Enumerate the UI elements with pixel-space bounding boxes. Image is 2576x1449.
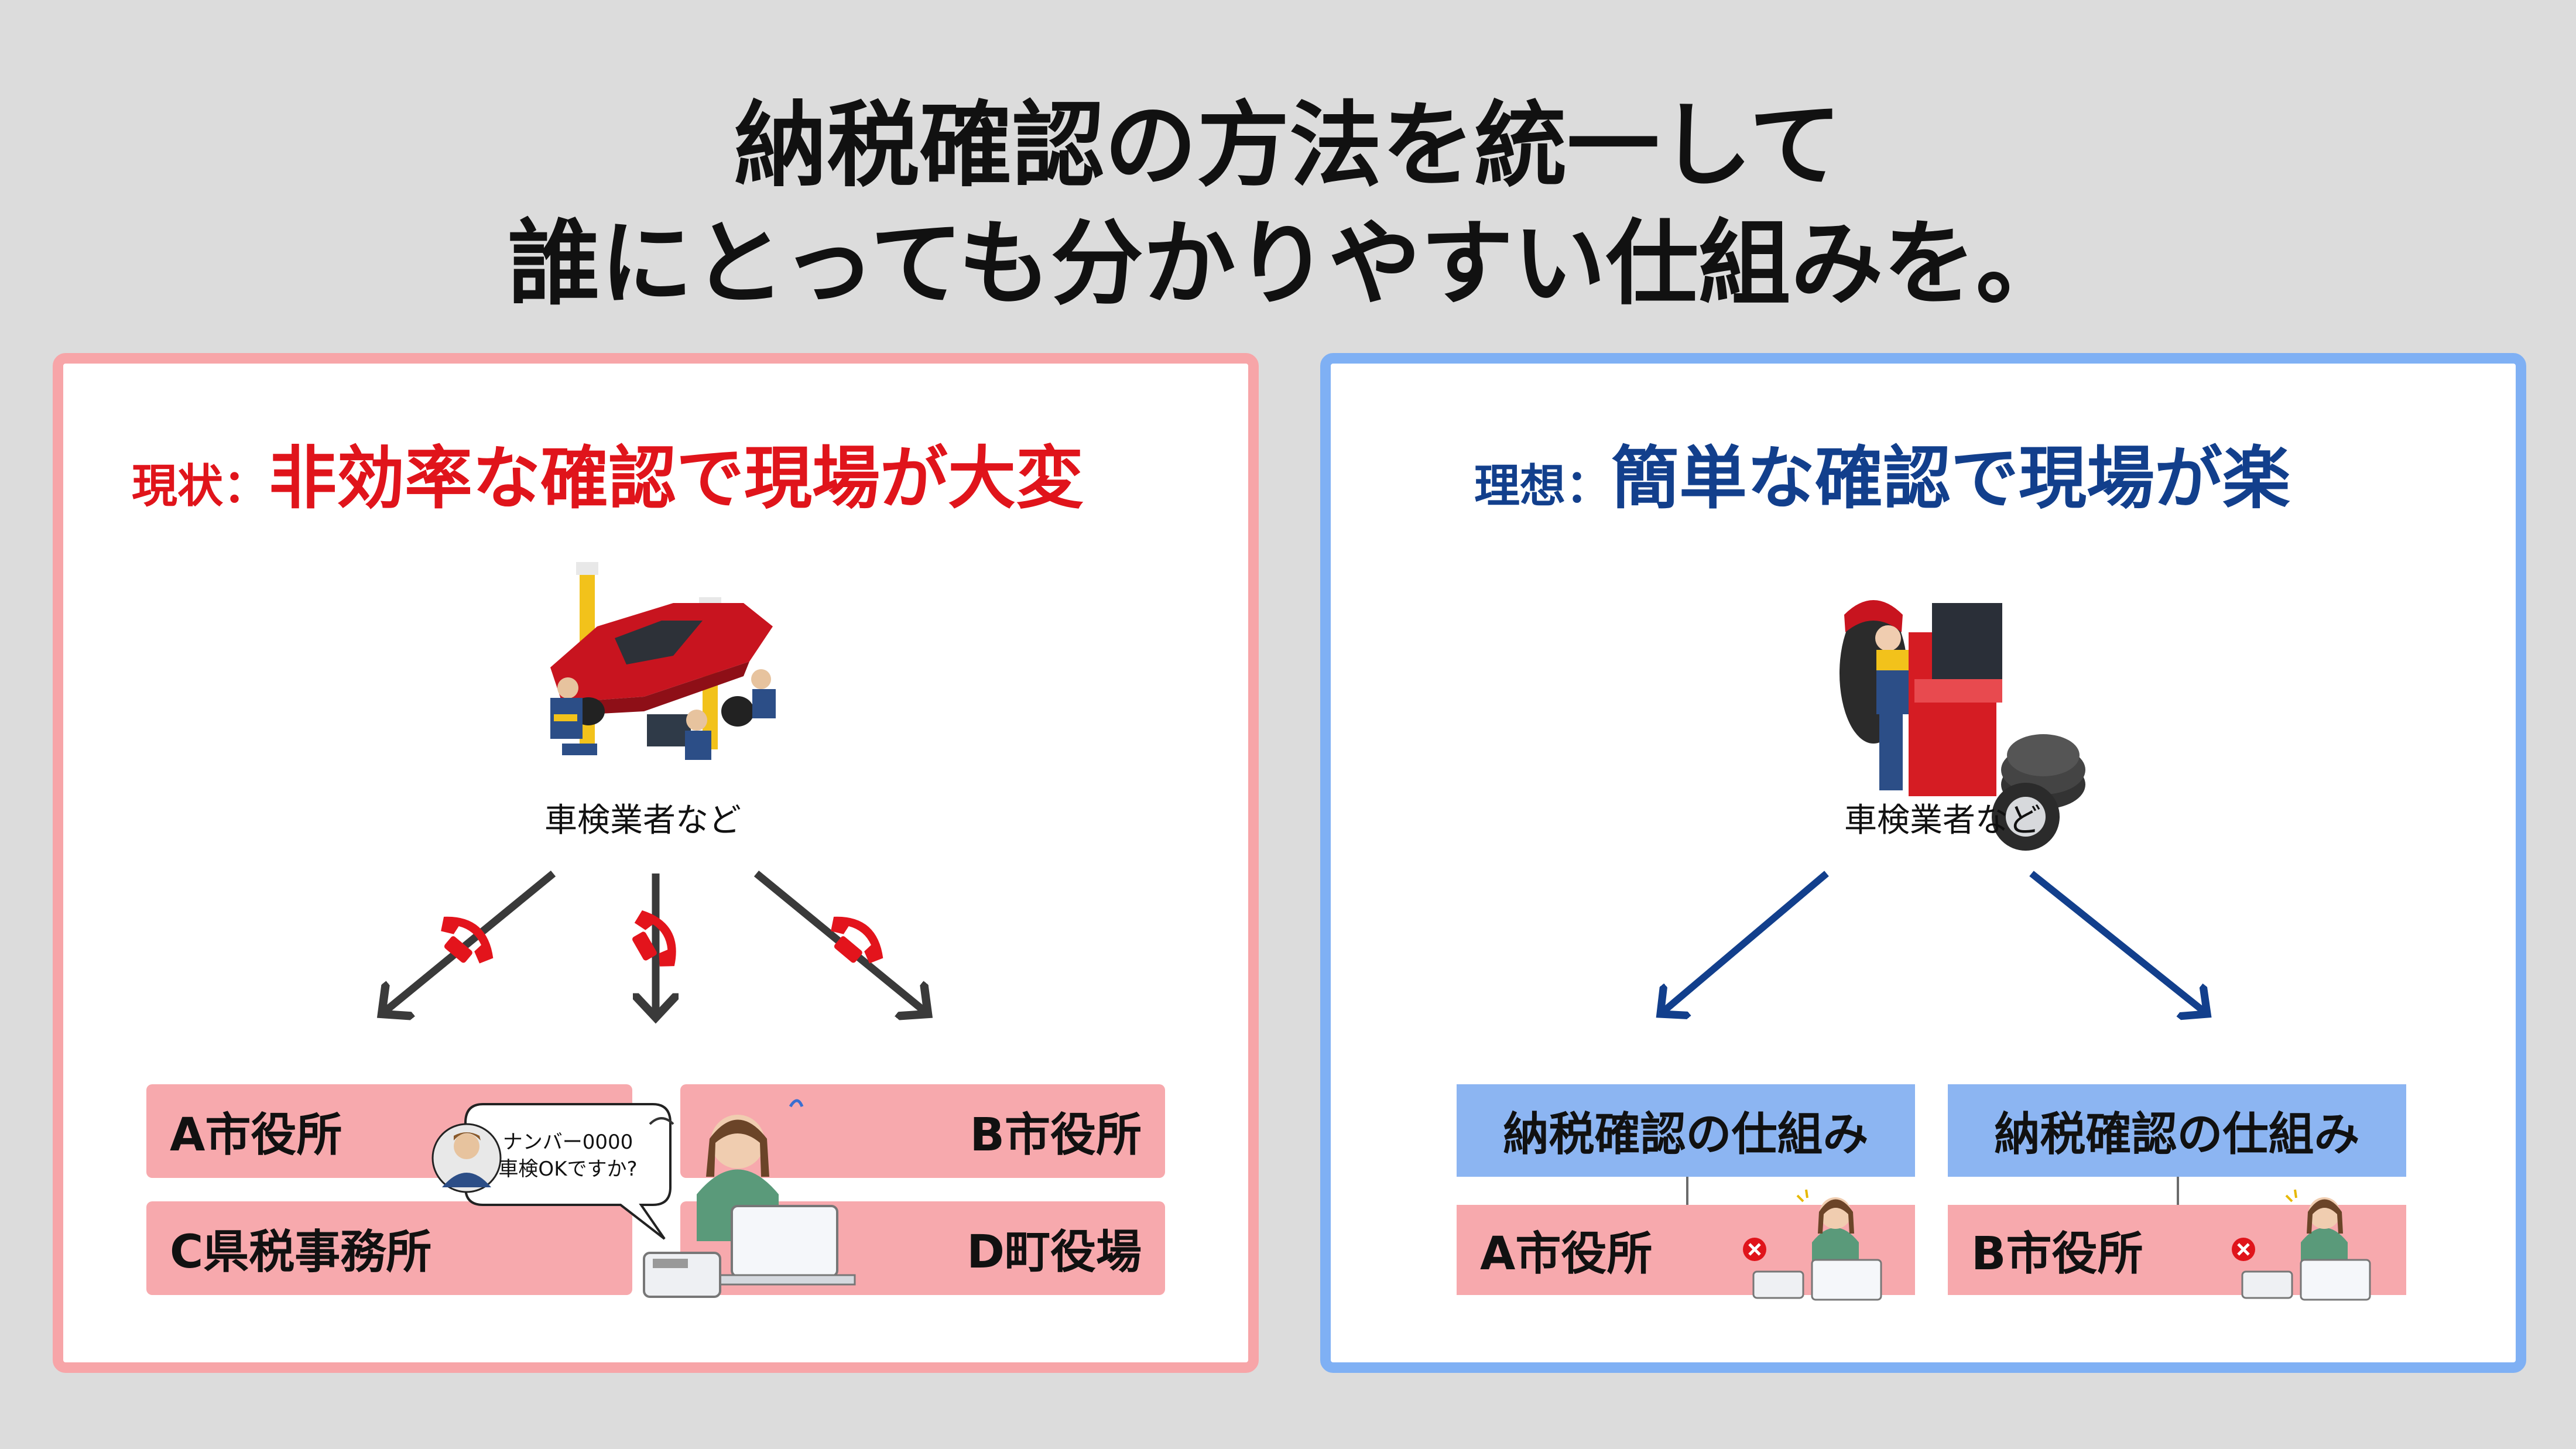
ideal-state-prefix: 理想： xyxy=(1474,460,1612,513)
arrow-to-b-system xyxy=(2029,871,2207,1014)
arrow-to-a-system xyxy=(1660,871,1829,1014)
ideal-state-panel xyxy=(1320,353,2526,1373)
page-title-line2: 誰にとっても分かりやすい仕組みを。 xyxy=(508,210,2068,318)
connector-b xyxy=(2177,1177,2179,1205)
car-lift-illustration xyxy=(550,562,776,760)
current-state-title: 非効率な確認で現場が大変 xyxy=(269,439,1084,518)
ideal-state-title: 簡単な確認で現場が楽 xyxy=(1611,439,2291,518)
phone-icon xyxy=(831,916,883,964)
operator-illustration xyxy=(643,1099,856,1298)
bubble-text-line1: ナンバー0000 xyxy=(502,1131,633,1154)
arrow-to-a-office xyxy=(382,870,556,1014)
bubble-text-line2: 車検OKですか? xyxy=(498,1157,638,1181)
current-state-heading: 現状：非効率な確認で現場が大変 xyxy=(132,445,1084,513)
speech-bubble xyxy=(431,1103,672,1240)
phone-icon xyxy=(632,910,676,967)
right-illustration-caption: 車検業者など xyxy=(1844,801,2041,840)
tire-shop-illustration xyxy=(1839,600,2085,851)
current-state-prefix: 現状： xyxy=(132,460,269,513)
office-c: C県税事務所 xyxy=(146,1201,632,1295)
tax-system-b: 納税確認の仕組み xyxy=(1948,1084,2406,1177)
ideal-state-heading: 理想：簡単な確認で現場が楽 xyxy=(1474,445,2290,513)
operator-illustration xyxy=(1743,1189,1882,1301)
connector-a xyxy=(1686,1177,1688,1205)
tax-system-a: 納税確認の仕組み xyxy=(1457,1084,1915,1177)
page-title-line1: 納税確認の方法を統一して xyxy=(734,92,1842,200)
phone-icon xyxy=(441,916,494,964)
left-illustration-caption: 車検業者など xyxy=(544,801,741,840)
operator-illustration xyxy=(2232,1189,2371,1301)
